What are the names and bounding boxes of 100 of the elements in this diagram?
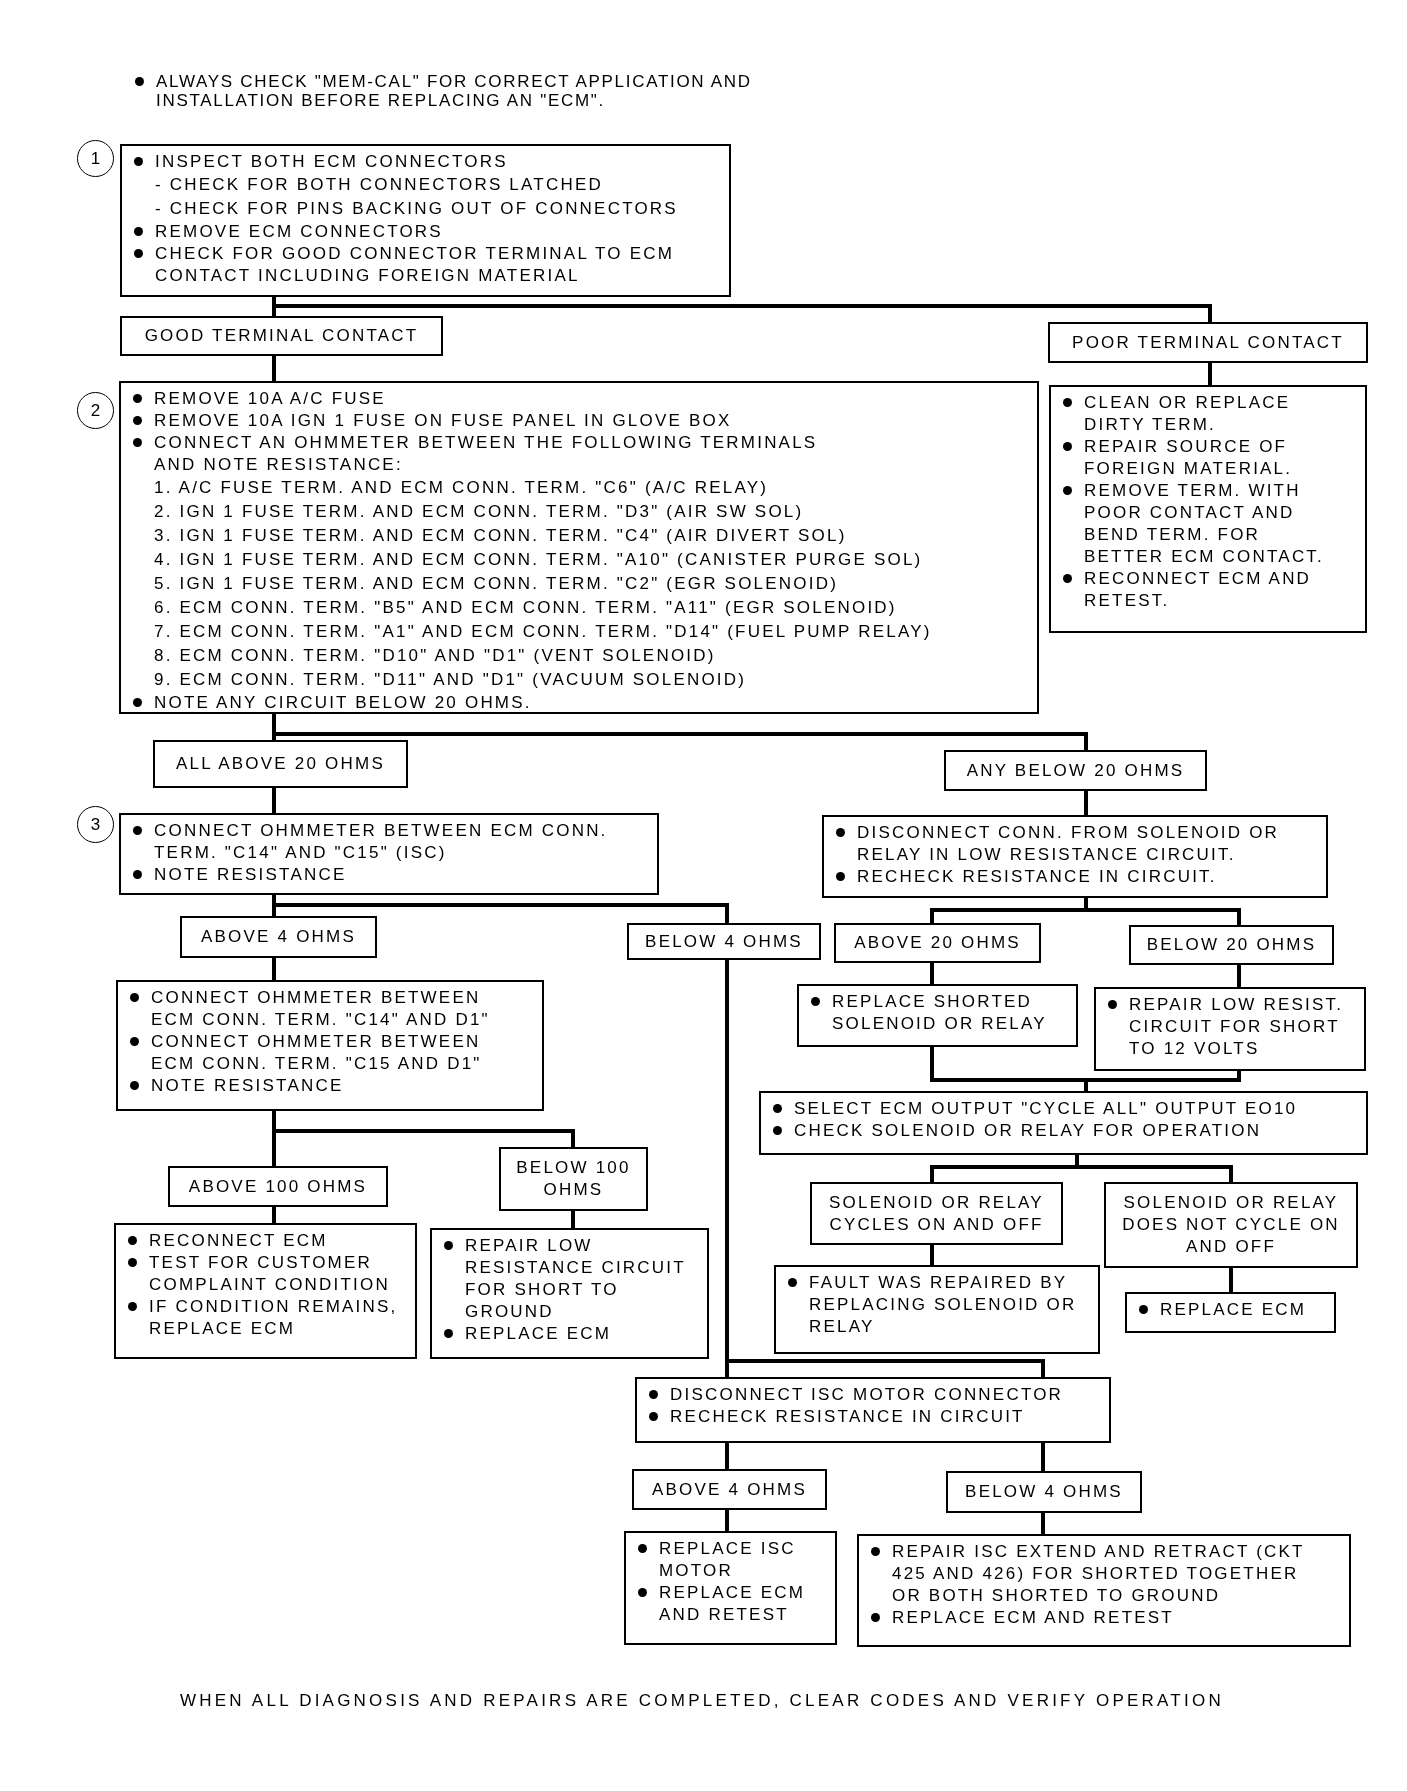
connector-line <box>725 1510 729 1531</box>
condition-box <box>180 916 377 958</box>
connector-line <box>1041 1443 1045 1471</box>
condition-text: ABOVE 4 OHMS <box>201 926 356 948</box>
step-number: 2 <box>77 392 114 429</box>
condition-box <box>168 1166 388 1207</box>
condition-text: ABOVE 20 OHMS <box>854 932 1021 954</box>
condition-box <box>1048 322 1368 363</box>
note-text: ALWAYS CHECK "MEM-CAL" FOR CORRECT APPLICATION AND INSTALLATION BEFORE REPLACING AN "ECM". <box>156 72 753 110</box>
instruction-text: RECONNECT ECM <box>149 1230 328 1252</box>
instruction-text: FAULT WAS REPAIRED BY REPLACING SOLENOID OR RELAY <box>809 1272 1078 1338</box>
condition-text: SOLENOID OR RELAY DOES NOT CYCLE ON AND OFF <box>1121 1192 1341 1258</box>
instruction-text: CLEAN OR REPLACE DIRTY TERM. <box>1084 392 1292 436</box>
condition-box <box>944 750 1207 791</box>
sub-step-text: 3. IGN 1 FUSE TERM. AND ECM CONN. TERM. "C4" (AIR DIVERT SOL) <box>154 526 847 545</box>
step-box <box>120 144 731 297</box>
connector-line <box>1084 898 1241 925</box>
instruction-text: CHECK SOLENOID OR RELAY FOR OPERATION <box>794 1120 1262 1142</box>
step-box <box>116 980 544 1111</box>
instruction-text: TEST FOR CUSTOMER COMPLAINT CONDITION <box>149 1252 391 1296</box>
step-box <box>857 1534 1351 1647</box>
sub-step-text: 2. IGN 1 FUSE TERM. AND ECM CONN. TERM. "D3" (AIR SW SOL) <box>154 502 804 521</box>
step-box <box>1125 1292 1336 1333</box>
step-box <box>774 1265 1100 1354</box>
note-text: WHEN ALL DIAGNOSIS AND REPAIRS ARE COMPLETED, CLEAR CODES AND VERIFY OPERATION <box>180 1690 1224 1712</box>
instruction-text: REPLACE ECM AND RETEST <box>892 1607 1174 1629</box>
instruction-text: CONNECT AN OHMMETER BETWEEN THE FOLLOWING TERMINALS AND NOTE RESISTANCE: <box>154 432 819 476</box>
instruction-text: REPLACE ISC MOTOR <box>659 1538 797 1582</box>
condition-box <box>153 740 408 788</box>
sub-step-text: 6. ECM CONN. TERM. "B5" AND ECM CONN. TERM. "A11" (EGR SOLENOID) <box>154 598 897 617</box>
step-box <box>624 1531 837 1645</box>
instruction-text: IF CONDITION REMAINS, REPLACE ECM <box>149 1296 399 1340</box>
condition-text: ABOVE 4 OHMS <box>652 1478 807 1501</box>
instruction-text: REPAIR LOW RESIST. CIRCUIT FOR SHORT TO 12 VOLTS <box>1129 994 1344 1060</box>
connector-line <box>1084 791 1088 815</box>
condition-box <box>120 316 443 356</box>
condition-box <box>1104 1182 1358 1268</box>
step-box <box>430 1228 709 1359</box>
condition-text: BELOW 4 OHMS <box>645 930 803 953</box>
sub-step-text: 5. IGN 1 FUSE TERM. AND ECM CONN. TERM. "C2" (EGR SOLENOID) <box>154 574 839 593</box>
instruction-text: RECONNECT ECM AND RETEST. <box>1084 568 1313 612</box>
step-box <box>119 813 659 895</box>
connector-line <box>272 1207 276 1223</box>
instruction-text: REPAIR ISC EXTEND AND RETRACT (CKT 425 AND 426) FOR SHORTED TOGETHER OR BOTH SHORTED TO GROUND <box>892 1541 1306 1607</box>
instruction-text: RECHECK RESISTANCE IN CIRCUIT <box>670 1406 1025 1428</box>
condition-box <box>499 1147 648 1211</box>
step-box <box>119 381 1039 714</box>
condition-text: ALL ABOVE 20 OHMS <box>176 753 385 775</box>
condition-text: GOOD TERMINAL CONTACT <box>144 325 419 347</box>
condition-text: POOR TERMINAL CONTACT <box>1072 331 1344 354</box>
condition-text: BELOW 4 OHMS <box>965 1481 1123 1503</box>
condition-text: ABOVE 100 OHMS <box>188 1175 368 1198</box>
connector-line <box>272 356 276 381</box>
sub-step-text: - CHECK FOR BOTH CONNECTORS LATCHED <box>155 175 603 194</box>
instruction-text: CONNECT OHMMETER BETWEEN ECM CONN. TERM. "C14" AND D1" <box>151 987 491 1031</box>
instruction-text: INSPECT BOTH ECM CONNECTORS <box>155 151 508 173</box>
step-number: 1 <box>77 140 114 177</box>
instruction-text: REMOVE ECM CONNECTORS <box>155 221 443 243</box>
sub-step-text: 7. ECM CONN. TERM. "A1" AND ECM CONN. TERM. "D14" (FUEL PUMP RELAY) <box>154 622 932 641</box>
instruction-text: REPAIR SOURCE OF FOREIGN MATERIAL. <box>1084 436 1294 480</box>
instruction-text: REPAIR LOW RESISTANCE CIRCUIT FOR SHORT TO GROUND <box>465 1235 687 1323</box>
connector-line <box>1208 363 1212 385</box>
connector-line <box>725 1443 729 1469</box>
connector-line <box>1237 965 1241 987</box>
sub-step-text: - CHECK FOR PINS BACKING OUT OF CONNECTORS <box>155 199 678 218</box>
instruction-text: NOTE RESISTANCE <box>151 1075 344 1097</box>
connector-line <box>571 1211 575 1228</box>
condition-box <box>834 923 1041 963</box>
instruction-text: REPLACE ECM <box>465 1323 612 1345</box>
sub-step-text: 4. IGN 1 FUSE TERM. AND ECM CONN. TERM. "A10" (CANISTER PURGE SOL) <box>154 550 923 569</box>
instruction-text: CHECK FOR GOOD CONNECTOR TERMINAL TO ECM CONTACT INCLUDING FOREIGN MATERIAL <box>155 243 676 287</box>
sub-step-text: 1. A/C FUSE TERM. AND ECM CONN. TERM. "C6" (A/C RELAY) <box>154 478 769 497</box>
condition-box <box>1129 925 1334 965</box>
condition-text: SOLENOID OR RELAY CYCLES ON AND OFF <box>828 1191 1045 1236</box>
condition-box <box>946 1471 1142 1513</box>
connector-line <box>1041 1513 1045 1534</box>
step-box <box>1094 987 1366 1071</box>
connector-line <box>272 895 729 923</box>
connector-line <box>272 1111 575 1147</box>
step-box <box>822 815 1328 898</box>
instruction-text: REPLACE SHORTED SOLENOID OR RELAY <box>832 991 1048 1035</box>
connector-line <box>272 958 276 980</box>
instruction-text: DISCONNECT ISC MOTOR CONNECTOR <box>670 1384 1064 1406</box>
connector-line <box>930 1245 934 1265</box>
instruction-text: REMOVE 10A IGN 1 FUSE ON FUSE PANEL IN GLOVE BOX <box>154 410 732 432</box>
connector-line <box>930 963 934 984</box>
instruction-text: CONNECT OHMMETER BETWEEN ECM CONN. TERM. "C14" AND "C15" (ISC) <box>154 820 609 864</box>
condition-text: ANY BELOW 20 OHMS <box>966 759 1185 782</box>
connector-line <box>1075 1155 1233 1182</box>
condition-box <box>627 923 821 960</box>
instruction-text: RECHECK RESISTANCE IN CIRCUIT. <box>857 866 1217 888</box>
sub-step-text: 8. ECM CONN. TERM. "D10" AND "D1" (VENT SOLENOID) <box>154 646 716 665</box>
connector-line <box>1229 1268 1233 1292</box>
step-box <box>797 984 1078 1047</box>
condition-box <box>632 1469 827 1510</box>
connector-line <box>725 958 1045 1379</box>
condition-text: BELOW 20 OHMS <box>1146 934 1317 956</box>
step-box <box>114 1223 417 1359</box>
sub-step-text: 9. ECM CONN. TERM. "D11" AND "D1" (VACUUM SOLENOID) <box>154 670 747 689</box>
instruction-text: REMOVE TERM. WITH POOR CONTACT AND BEND TERM. FOR BETTER ECM CONTACT. <box>1084 480 1325 568</box>
